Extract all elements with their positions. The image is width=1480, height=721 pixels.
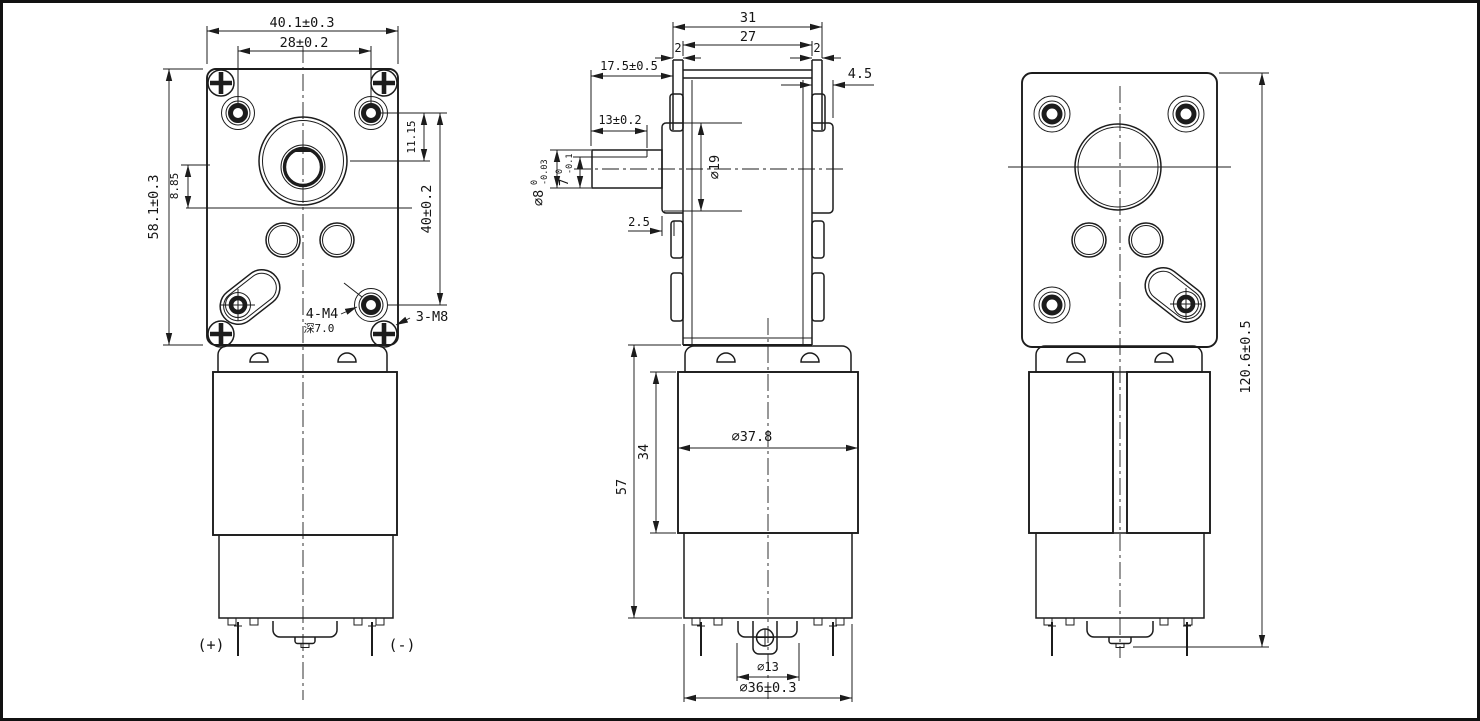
rear-post	[752, 621, 778, 655]
svg-text:7: 7	[557, 179, 571, 186]
rear-boss	[272, 621, 338, 638]
motor-magnet-right	[1126, 371, 1211, 534]
svg-text:-0.03: -0.03	[540, 159, 550, 185]
dim-gearbox-overall-width: 31	[740, 10, 756, 26]
rear-screw	[755, 628, 775, 647]
back-outline	[1008, 72, 1231, 658]
motor-lower-body	[218, 534, 394, 619]
vent-holes	[249, 352, 357, 363]
dim-overall-length: 120.6±0.5	[1238, 320, 1254, 393]
motor-body	[212, 371, 398, 536]
tab-top-right	[811, 93, 826, 132]
gearbox-cap	[1035, 345, 1203, 373]
back-dimensions: 120.6±0.5	[1133, 72, 1269, 648]
m4-ring-holes	[221, 96, 388, 322]
gearbox-cap	[684, 345, 852, 373]
terminal-pins	[1051, 622, 1188, 656]
svg-text:∅8: ∅8	[531, 190, 547, 206]
slotted-hole	[1144, 267, 1206, 323]
dim-boss-protrusion-left: 2.5	[628, 215, 650, 229]
svg-text:-0.1: -0.1	[565, 154, 575, 174]
side-dimensions: 31 27 2 2 17.5±0.5 13±0.2 ∅8	[530, 10, 874, 702]
label-tapped-holes: 4-M4	[306, 306, 339, 322]
gearbox-side-plates	[672, 59, 823, 345]
svg-text:0: 0	[555, 169, 565, 174]
mid-hole-right	[319, 222, 355, 258]
back-view: 120.6±0.5	[1008, 72, 1269, 658]
dim-output-boss-diameter: ∅19	[707, 155, 723, 179]
label-tapped-depth: 深7.0	[304, 322, 335, 335]
dim-boss-protrusion-right: 4.5	[848, 66, 872, 82]
dim-motor-overall-length: 57	[614, 479, 630, 495]
dim-hole-spacing-y: 40±0.2	[419, 185, 435, 234]
motor-magnet-left	[1028, 371, 1114, 534]
output-boss-circle	[1074, 123, 1162, 211]
dim-gearbox-body-width: 27	[740, 29, 756, 45]
shaft-flat-line	[592, 150, 648, 158]
dim-tab-left: 2	[674, 41, 681, 55]
dim-shaft-length-overall: 17.5±0.5	[600, 59, 658, 73]
dim-shaft-offset-lower: 8.85	[168, 173, 181, 200]
label-screws: 3-M8	[416, 309, 449, 325]
tab-top-left	[669, 93, 684, 132]
terminal-positive-label: (+)	[197, 636, 224, 654]
vent-holes	[716, 352, 820, 363]
dim-flange-height: 58.1±0.3	[146, 174, 162, 239]
side-view: 31 27 2 2 17.5±0.5 13±0.2 ∅8	[530, 10, 874, 702]
front-dimensions: 40.1±0.3 28±0.2 58.1±0.3 8.85 11.15 40±0…	[146, 15, 448, 654]
mid-hole-left	[1071, 222, 1107, 258]
terminal-pins	[237, 622, 373, 656]
dim-tab-right: 2	[813, 41, 820, 55]
side-outline	[574, 59, 859, 700]
dim-motor-body-length: 34	[636, 444, 652, 460]
front-view: 40.1±0.3 28±0.2 58.1±0.3 8.85 11.15 40±0…	[146, 15, 448, 700]
dim-shaft-diameter: ∅8 0 -0.03	[530, 159, 550, 206]
motor-lower-body	[683, 532, 853, 619]
crimp-tabs	[691, 618, 845, 626]
gearbox-flange-outline	[1021, 72, 1218, 348]
m4-ring-holes	[1033, 95, 1205, 324]
shaft-d-hole	[282, 146, 324, 188]
rear-boss	[1086, 621, 1154, 638]
crimp-tabs	[227, 618, 385, 626]
vent-holes	[1066, 352, 1174, 363]
gearbox-flange-outline	[206, 68, 399, 346]
mid-hole-left	[265, 222, 301, 258]
dim-flange-width: 40.1±0.3	[269, 15, 334, 31]
shaft-boss-left	[661, 122, 683, 214]
mid-hole-right	[1128, 222, 1164, 258]
dim-shaft-offset-upper: 11.15	[405, 120, 418, 153]
svg-text:0: 0	[530, 180, 540, 185]
dim-rear-boss-diameter: ∅13	[757, 660, 779, 674]
gearbox-cap	[217, 345, 388, 373]
dim-shaft-flat-width: 7 0 -0.1	[555, 154, 575, 186]
slotted-hole	[219, 269, 281, 325]
dim-rear-cap-diameter: ∅36±0.3	[740, 680, 797, 696]
motor-lower-body	[1035, 532, 1205, 619]
dim-shaft-flat-length: 13±0.2	[598, 113, 641, 127]
terminal-negative-label: (-)	[388, 636, 415, 654]
terminal-pins	[700, 622, 834, 656]
dim-hole-spacing-x: 28±0.2	[280, 35, 329, 51]
crimp-tabs	[1043, 618, 1193, 626]
output-boss-circle	[258, 116, 348, 206]
boss-right	[812, 122, 834, 214]
dim-motor-diameter: ∅37.8	[732, 429, 773, 445]
front-outline	[186, 46, 412, 700]
